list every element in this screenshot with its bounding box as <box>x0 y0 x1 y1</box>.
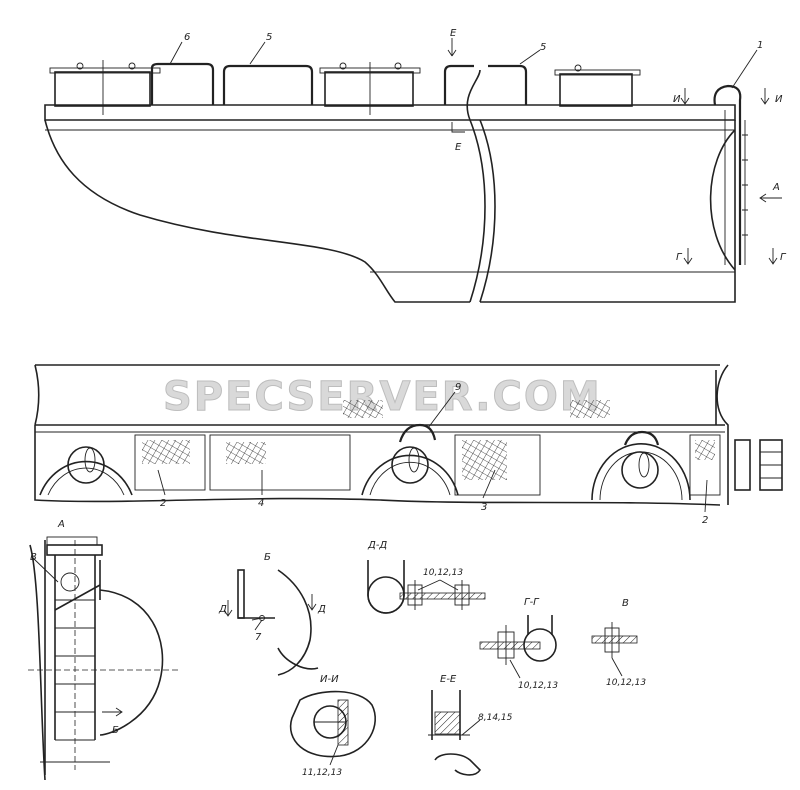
section-ii <box>289 690 376 766</box>
view-a-ladder-detail <box>28 536 180 781</box>
section-d-marker: Д <box>317 604 326 615</box>
watermark: SPECSERVER.COM <box>163 374 602 420</box>
pos-3-label: 3 <box>481 502 487 513</box>
pos-2-label: 2 <box>702 515 708 526</box>
section-i-marker: И <box>775 94 783 105</box>
section-e-marker: Е <box>450 28 457 39</box>
pos-2-label: 2 <box>160 498 166 509</box>
section-i-marker: И <box>673 94 681 105</box>
side-elevation-view <box>44 38 782 303</box>
section-d-marker: Д <box>218 604 227 615</box>
detail-v <box>591 622 638 677</box>
fasteners-gg-label: 10,12,13 <box>518 681 558 691</box>
section-dd <box>367 560 486 614</box>
section-e-marker: Е <box>455 142 462 153</box>
section-ee <box>428 690 482 776</box>
view-a-arrow-label: А <box>772 182 780 193</box>
section-g-marker: Г <box>780 252 787 263</box>
section-gg <box>479 615 557 679</box>
pos-5-label: 5 <box>540 42 546 53</box>
pos-5-label: 5 <box>266 32 272 43</box>
section-ee-title: Е-Е <box>440 674 457 685</box>
pos-6-label: 6 <box>184 32 190 43</box>
detail-v-mark: В <box>30 552 37 563</box>
section-ii-title: И-И <box>320 674 339 685</box>
view-b-arrow-label: Б <box>112 725 119 736</box>
view-a-title: А <box>57 519 65 530</box>
view-b-title: Б <box>264 552 271 563</box>
fasteners-ii-label: 11,12,13 <box>302 768 342 778</box>
detail-v-title: В <box>622 598 629 609</box>
fasteners-ee-label: 8,14,15 <box>478 713 513 723</box>
section-g-marker: Г <box>676 252 683 263</box>
plan-view <box>34 364 783 513</box>
pos-1-label: 1 <box>757 40 763 51</box>
pos-7-label: 7 <box>255 632 262 643</box>
pos-4-label: 4 <box>258 498 264 509</box>
fasteners-dd-label: 10,12,13 <box>423 568 463 578</box>
section-gg-title: Г-Г <box>524 597 540 608</box>
section-dd-title: Д-Д <box>367 540 387 551</box>
pos-9-label: 9 <box>455 382 461 393</box>
view-b-detail <box>223 569 319 676</box>
fasteners-v-label: 10,12,13 <box>606 678 646 688</box>
